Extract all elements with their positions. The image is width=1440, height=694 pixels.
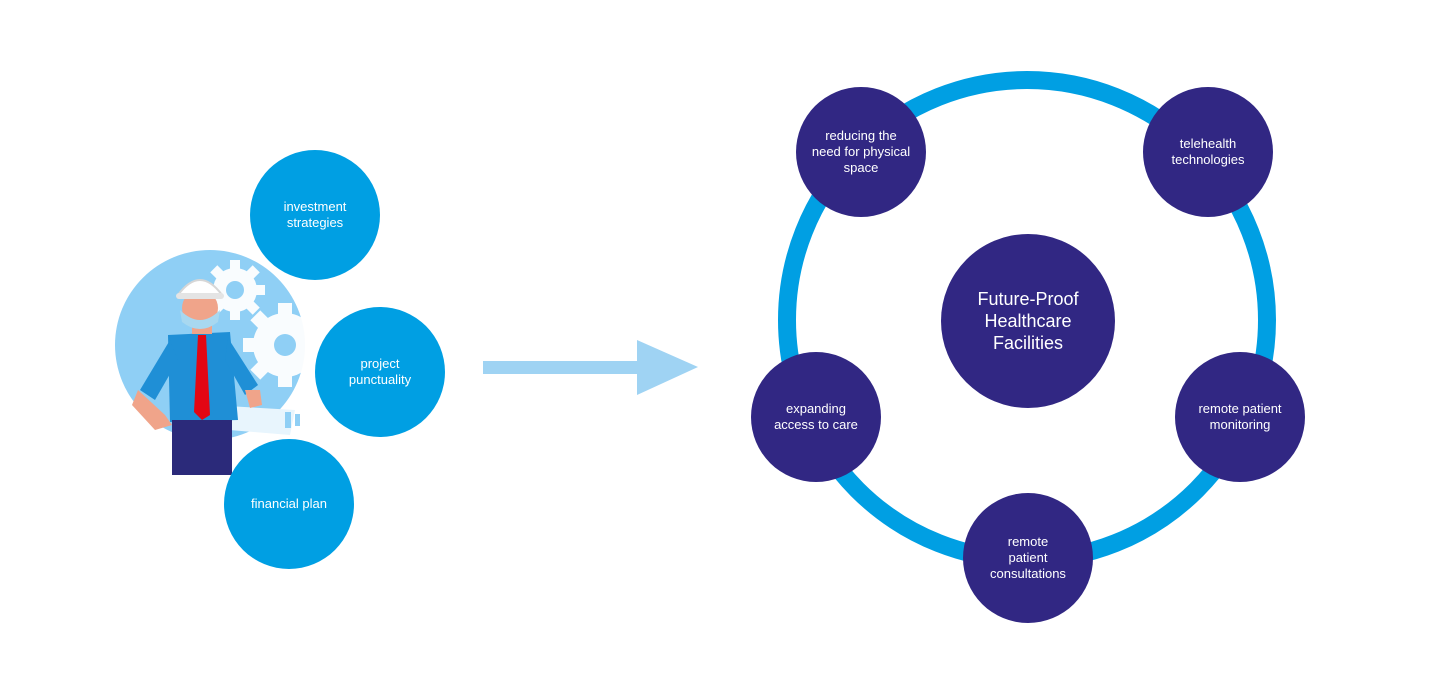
project-punctuality-label: project punctuality	[348, 356, 412, 387]
telehealth-technologies-node: telehealth technologies	[1143, 87, 1273, 217]
engineer-with-gears-illustration	[115, 250, 327, 475]
investment-strategies-bubble: investment strategies	[250, 150, 380, 280]
financial-plan-bubble: financial plan	[224, 439, 354, 569]
telehealth-technologies-label: telehealth technologies	[1171, 136, 1245, 167]
future-proof-healthcare-center: Future-Proof Healthcare Facilities	[941, 234, 1115, 408]
reducing-physical-space-label: reducing the need for physical space	[811, 128, 911, 175]
expanding-access-to-care-node: expanding access to care	[751, 352, 881, 482]
remote-patient-consultations-node: remote patient consultations	[963, 493, 1093, 623]
reducing-physical-space-node: reducing the need for physical space	[796, 87, 926, 217]
remote-patient-consultations-label: remote patient consultations	[990, 534, 1066, 581]
remote-patient-monitoring-node: remote patient monitoring	[1175, 352, 1305, 482]
center-label: Future-Proof Healthcare Facilities	[977, 289, 1079, 353]
expanding-access-to-care-label: expanding access to care	[774, 401, 858, 432]
project-punctuality-bubble: project punctuality	[315, 307, 445, 437]
right-arrow-icon	[483, 340, 698, 395]
financial-plan-label: financial plan	[251, 496, 327, 511]
remote-patient-monitoring-label: remote patient monitoring	[1198, 401, 1282, 432]
investment-strategies-label: investment strategies	[283, 199, 347, 230]
